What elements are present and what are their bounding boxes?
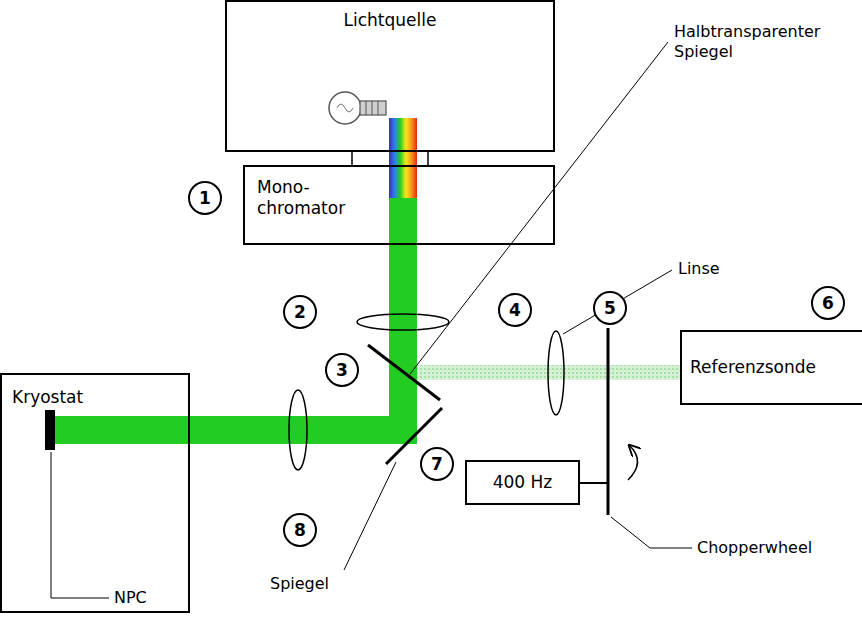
leader-line — [344, 462, 396, 570]
callout-circle — [812, 287, 844, 319]
lens — [357, 314, 449, 330]
part-label: Chopperwheel — [697, 538, 812, 558]
leader-line — [563, 270, 672, 334]
part-label: Halbtransparenter Spiegel — [674, 22, 859, 62]
leader-line — [51, 452, 109, 598]
box-label: Mono- chromator — [257, 177, 367, 220]
green-beam — [389, 198, 417, 245]
callout-circle — [326, 354, 358, 386]
callout-circle — [594, 292, 626, 324]
box-label: Lichtquelle — [344, 10, 437, 31]
light-beam — [389, 152, 417, 165]
part-label: NPC — [114, 588, 147, 608]
callout-number: 8 — [294, 522, 306, 539]
callout-circle — [284, 296, 316, 328]
callout-circle — [499, 294, 531, 326]
callout-number: 5 — [604, 300, 616, 317]
leader-line — [611, 517, 692, 548]
motor-box: 400 Hz — [465, 460, 580, 505]
leader-line — [410, 42, 668, 374]
callout-circle — [284, 514, 316, 546]
part-label: Linse — [678, 259, 720, 279]
npc-sample — [45, 410, 55, 450]
callout-circle — [189, 182, 221, 214]
beam-splitter — [368, 345, 440, 400]
reference-probe-box: Referenzsonde — [680, 330, 862, 405]
part-label: Spiegel — [270, 574, 329, 594]
callout-number: 2 — [294, 304, 306, 321]
coupling-wall — [427, 152, 429, 165]
callout-number: 1 — [199, 190, 211, 207]
drive-shaft — [580, 482, 608, 484]
box-label: Referenzsonde — [690, 357, 816, 378]
light-source-box: Lichtquelle — [225, 0, 555, 152]
chopper-wheel — [607, 328, 610, 515]
coupling-wall — [351, 152, 353, 165]
light-bulb — [329, 92, 386, 124]
callout-number: 6 — [822, 295, 834, 312]
rotation-arrow — [628, 446, 638, 480]
callout-number: 4 — [509, 302, 521, 319]
green-beam — [55, 416, 191, 444]
box-label: 400 Hz — [493, 472, 553, 493]
monochromator-box: Mono- chromator — [243, 165, 555, 245]
callout-number: 7 — [431, 456, 443, 473]
callout-number: 3 — [336, 362, 348, 379]
callout-circle — [421, 448, 453, 480]
lens — [289, 390, 307, 470]
cryostat-box: Kryostat — [0, 373, 190, 613]
light-beam — [190, 245, 403, 430]
white-light-beam — [389, 165, 417, 198]
box-label: Kryostat — [12, 387, 83, 408]
lens — [548, 331, 564, 415]
white-light-beam — [389, 118, 417, 152]
